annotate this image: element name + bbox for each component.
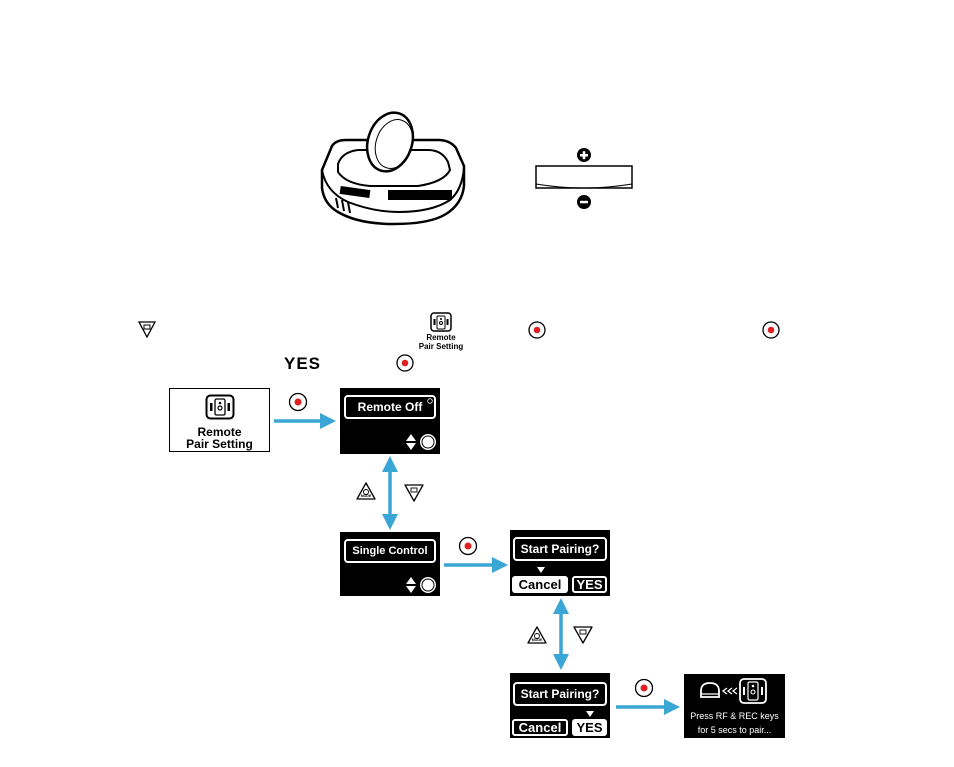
tile-label-line1: Remote (197, 425, 242, 439)
small-icon-caption-line2: Pair Setting (418, 342, 464, 351)
menu-button-icon (404, 484, 424, 502)
tile-label-line2: Pair Setting (186, 437, 253, 451)
lcd-remote-off: Remote Off (340, 388, 440, 454)
record-button-icon (396, 354, 414, 372)
selected-dot-icon (427, 398, 433, 404)
remote-pairing-icon (700, 678, 767, 704)
screen-label-start-pairing: Start Pairing? (513, 537, 607, 561)
yes-word: YES (284, 354, 322, 373)
cancel-option: Cancel (512, 576, 568, 593)
record-button-icon (634, 678, 654, 698)
screen-label-start-pairing: Start Pairing? (513, 682, 607, 706)
screen-label-remote-off: Remote Off (344, 395, 436, 419)
lcd-single-control: Single Control (340, 532, 440, 596)
cancel-option: Cancel (512, 719, 568, 736)
selector-arrow-icon (537, 567, 545, 573)
lcd-press-keys: Press RF & REC keys for 5 secs to pair..… (684, 674, 785, 738)
press-keys-line2: for 5 secs to pair... (697, 725, 772, 735)
record-button-icon (458, 536, 478, 556)
remote-pair-setting-small-icon: Remote Pair Setting (416, 312, 466, 352)
mode-button-icon: MODE (527, 626, 547, 646)
battery-polarity-illustration (534, 146, 634, 210)
menu-button-icon (573, 626, 593, 644)
screen-label-single-control: Single Control (344, 539, 436, 563)
mode-button-icon: MODE (356, 482, 376, 502)
record-button-icon (762, 321, 780, 339)
mode-label: MODE (531, 638, 543, 642)
menu-button-icon (137, 321, 157, 339)
mode-label: MODE (360, 494, 372, 498)
record-button-icon (288, 392, 308, 412)
remote-battery-illustration (320, 111, 466, 226)
lcd-start-pairing-cancel: Start Pairing? Cancel YES (510, 530, 610, 596)
record-button-icon (528, 321, 546, 339)
selector-arrow-icon (586, 711, 594, 717)
remote-pair-icon (205, 394, 235, 420)
press-keys-line1: Press RF & REC keys (690, 711, 779, 721)
yes-option: YES (572, 719, 607, 736)
updown-ok-icon (406, 434, 436, 450)
small-icon-caption-line1: Remote (426, 333, 456, 342)
updown-ok-icon (406, 577, 436, 593)
lcd-start-pairing-yes: Start Pairing? Cancel YES (510, 673, 610, 738)
remote-pair-setting-tile: Remote Pair Setting (169, 388, 270, 452)
yes-option: YES (572, 576, 607, 593)
